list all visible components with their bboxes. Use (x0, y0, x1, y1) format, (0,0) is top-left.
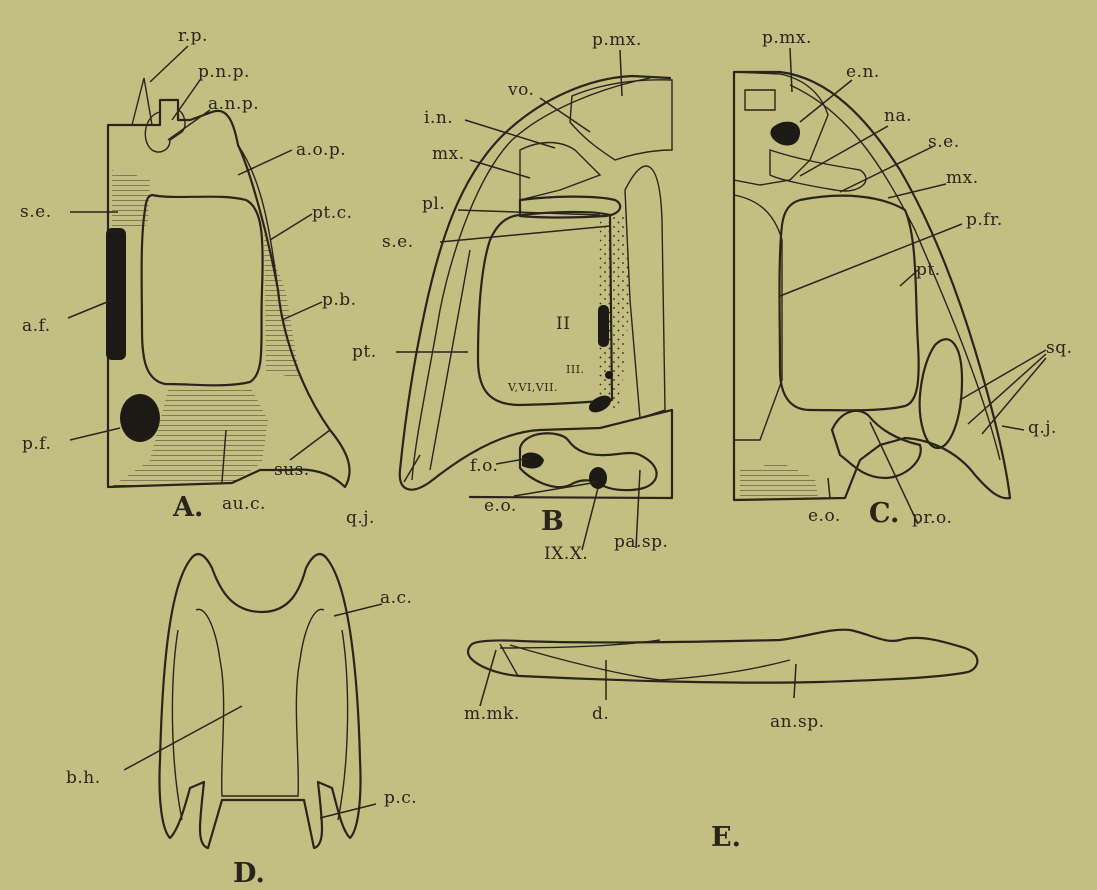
figure-letter-c: C. (869, 500, 899, 527)
figure-letter-a: A. (173, 494, 203, 521)
label-a-pf: p.f. (22, 436, 51, 453)
label-c-pfr: p.fr. (966, 212, 1003, 229)
label-c-mx: mx. (946, 170, 979, 187)
c-foramen-en (770, 122, 800, 146)
label-b-eo: e.o. (484, 498, 517, 515)
label-c-pt: pt. (916, 262, 941, 279)
e-mandible (468, 630, 977, 683)
e-angulosplenial-line (510, 645, 790, 680)
d-hyoid-horn-right (338, 630, 348, 820)
label-d-pc: p.c. (384, 790, 417, 807)
d-hyoid-horn-left (172, 630, 182, 820)
b-maxilla-stipple (520, 143, 600, 201)
label-b-iii: III. (566, 364, 585, 375)
label-b-pasp: pa.sp. (614, 534, 668, 551)
b-foramen-eo (589, 467, 607, 489)
label-b-pl: pl. (422, 196, 445, 213)
label-e-mmk: m.mk. (464, 706, 520, 723)
label-c-eo: e.o. (808, 508, 841, 525)
label-c-sq: sq. (1046, 340, 1073, 357)
a-fontanelle (142, 195, 263, 385)
label-a-ptc: pt.c. (312, 205, 353, 222)
a-sphenethmoid-hatching (112, 170, 150, 228)
label-c-pmx: p.mx. (762, 30, 812, 47)
figure-b-drawing (400, 76, 672, 498)
b-fontanelle (478, 212, 612, 405)
b-foramen-fo (522, 453, 544, 469)
label-b-pmx: p.mx. (592, 32, 642, 49)
label-c-en: e.n. (846, 64, 880, 81)
a-rostral-process (132, 78, 152, 125)
label-d-bh: b.h. (66, 770, 101, 787)
figure-c-drawing (734, 72, 1010, 500)
label-a-se: s.e. (20, 204, 52, 221)
label-a-aop: a.o.p. (296, 142, 346, 159)
b-foramen-ii (598, 305, 609, 347)
label-c-qj: q.j. (1028, 420, 1057, 437)
b-parasphenoid (625, 166, 665, 418)
label-a-af: a.f. (22, 318, 51, 335)
label-a-auc: au.c. (222, 496, 266, 513)
label-b-ii: II (556, 316, 570, 333)
label-c-pro: pr.o. (912, 510, 952, 527)
label-e-d: d. (592, 706, 609, 723)
label-b-se: s.e. (382, 234, 414, 251)
figure-d-drawing (159, 554, 360, 848)
c-midline (734, 195, 782, 440)
figure-letter-d: D. (233, 860, 265, 887)
b-foramen-iii (605, 371, 613, 379)
label-b-in: i.n. (424, 110, 453, 127)
c-prootic (832, 411, 921, 478)
c-occipital-hatching (740, 462, 818, 500)
label-b-vo: vo. (508, 82, 534, 99)
b-premaxilla-vomer (570, 80, 672, 160)
label-c-se: s.e. (928, 134, 960, 151)
a-foramen-pf (120, 394, 160, 442)
label-b-qj: q.j. (346, 510, 375, 527)
label-a-sus: sus. (274, 462, 310, 479)
label-d-ac: a.c. (380, 590, 412, 607)
label-b-fo: f.o. (470, 458, 498, 475)
c-squamosal (920, 339, 962, 448)
label-a-anp: a.n.p. (208, 96, 259, 113)
label-c-na: na. (884, 108, 912, 125)
c-frontoparietal (780, 196, 919, 411)
label-b-ixx: IX.X. (544, 546, 588, 563)
a-foramen-af (106, 228, 126, 360)
label-e-ansp: an.sp. (770, 714, 825, 731)
c-lateral-margin (790, 85, 1000, 460)
label-a-pnp: p.n.p. (198, 64, 250, 81)
label-b-vvivii: V,VI,VII. (508, 382, 558, 393)
e-mentomeckelian-line (500, 644, 518, 676)
b-pterygoid-line (430, 250, 470, 470)
a-pterygoid-hatching (264, 232, 300, 378)
figure-e-drawing (468, 630, 977, 683)
label-a-rp: r.p. (178, 28, 208, 45)
figure-letter-e: E. (711, 824, 741, 851)
label-b-mx: mx. (432, 146, 465, 163)
d-hyoid-body (196, 609, 324, 796)
label-b-pt: pt. (352, 344, 377, 361)
label-a-pb: p.b. (322, 292, 357, 309)
d-hyoid-outer (159, 554, 360, 848)
figure-letter-b: B (541, 508, 564, 535)
